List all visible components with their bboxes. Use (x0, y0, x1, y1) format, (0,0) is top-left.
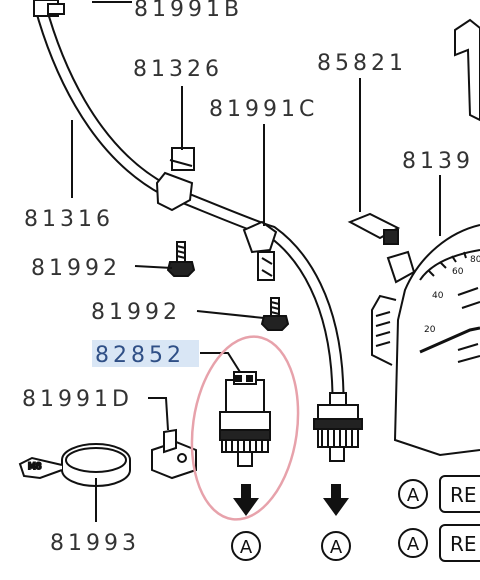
ref-a-right-bottom-text: A (407, 534, 420, 555)
clamp-81991c (242, 220, 278, 281)
instrument-cluster: 20 40 60 80 (371, 18, 480, 457)
svg-text:M8: M8 (28, 462, 42, 472)
label-81992-lower: 81992 (91, 300, 181, 325)
label-81991b: 81991B (134, 0, 243, 22)
label-81993: 81993 (50, 531, 140, 556)
bolt-81992-lower (260, 297, 290, 331)
ref-a-right-bottom: A (398, 528, 428, 558)
label-85821: 85821 (317, 51, 407, 76)
clamp-81993: M8 (18, 443, 131, 487)
dial-mark-40: 40 (432, 291, 444, 301)
ref-a-right-top: A (398, 479, 428, 509)
label-82852-highlight (92, 340, 199, 367)
ref-box-top: RE (439, 475, 480, 513)
label-8139: 8139 (402, 149, 474, 174)
ref-a-left-text: A (240, 537, 253, 558)
ref-box-bottom: RE (439, 524, 480, 562)
bolt-81992-upper (166, 241, 196, 277)
arrow-down-left (233, 484, 259, 516)
label-82852: 82852 (95, 343, 185, 368)
ref-box-bottom-text: RE (450, 532, 477, 556)
leader-lines (71, 1, 441, 522)
clip-81326 (155, 147, 195, 212)
arrow-down-right (323, 484, 349, 516)
label-81992-upper: 81992 (31, 256, 121, 281)
label-81326: 81326 (133, 57, 223, 82)
dial-mark-80: 80 (470, 255, 480, 265)
label-81316: 81316 (24, 207, 114, 232)
sensor-82852 (219, 371, 271, 467)
speedometer-cable (33, 0, 345, 407)
cable-end-fitting (313, 392, 363, 462)
ref-box-top-text: RE (450, 483, 477, 507)
top-bracket (33, 0, 65, 17)
ref-a-middle-text: A (330, 537, 343, 558)
ref-a-left: A (231, 531, 261, 561)
highlight-circle (190, 335, 300, 521)
dial-mark-60: 60 (452, 267, 464, 277)
label-81991c: 81991C (209, 97, 318, 122)
label-81991d: 81991D (22, 387, 133, 412)
ref-a-right-top-text: A (407, 485, 420, 506)
bracket-81991d (151, 428, 197, 480)
bracket-85821 (347, 212, 401, 245)
dial-mark-20: 20 (424, 325, 436, 335)
ref-a-middle: A (321, 531, 351, 561)
